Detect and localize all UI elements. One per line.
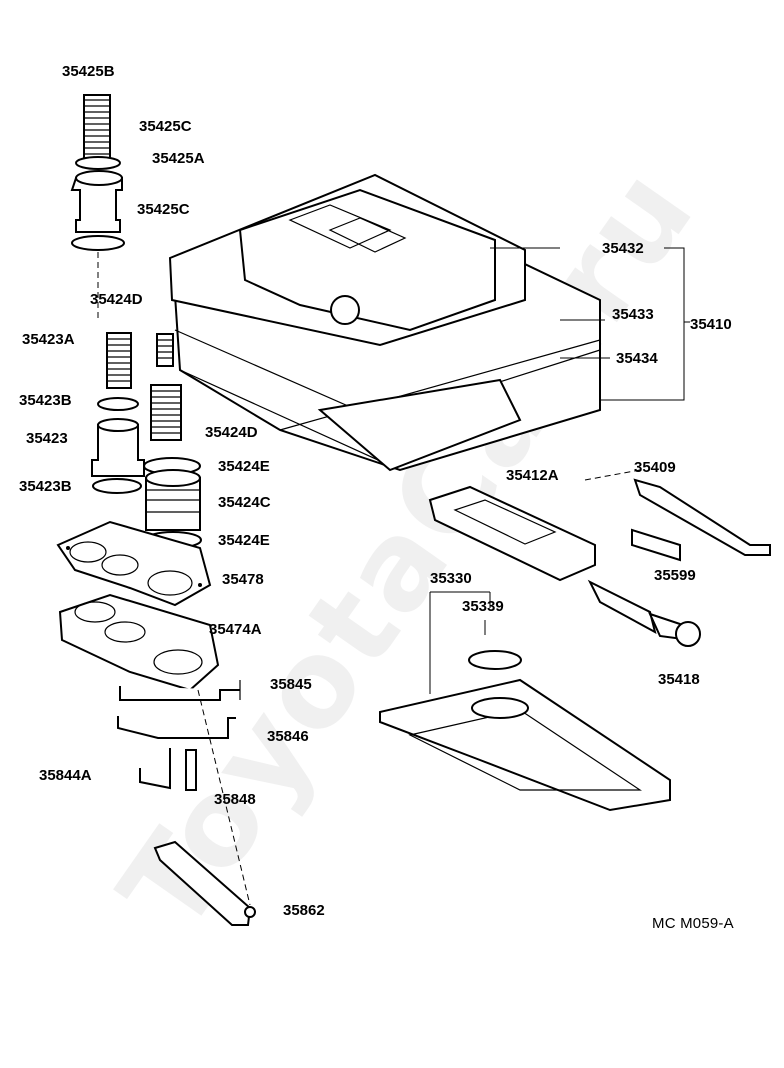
ring-35425C-bottom [71,235,125,251]
spring-35425B [83,94,111,161]
piston-35425A [70,170,123,233]
label-35862: 35862 [283,902,325,919]
tube-35848 [185,749,197,791]
label-35410: 35410 [690,316,732,333]
label-35433: 35433 [612,306,654,323]
ring-35423B-bottom [92,478,142,494]
label-35848: 35848 [214,791,256,808]
cover-35474A [58,593,220,692]
label-35409: 35409 [634,459,676,476]
solenoid-35418 [587,579,701,647]
label-35478: 35478 [222,571,264,588]
label-35599: 35599 [654,567,696,584]
label-35425C-bottom: 35425C [137,201,190,218]
label-35423B-bottom: 35423B [19,478,72,495]
label-35339: 35339 [462,598,504,615]
tube-35846 [117,716,236,739]
label-35424D-top: 35424D [90,291,143,308]
spring-35424D-top [156,333,174,367]
label-35846: 35846 [267,728,309,745]
label-35418: 35418 [658,671,700,688]
label-35423B-top: 35423B [19,392,72,409]
link-35409 [633,478,771,556]
label-35425B: 35425B [62,63,115,80]
label-35423: 35423 [26,430,68,447]
label-35845: 35845 [270,676,312,693]
label-35424C: 35424C [218,494,271,511]
valve-body-35410 [168,173,601,472]
label-35434: 35434 [616,350,658,367]
leader-35410-bracket [600,247,690,401]
label-35425C-top: 35425C [139,118,192,135]
label-35424E-bottom: 35424E [218,532,270,549]
leader-35330 [429,591,491,694]
label-35412A: 35412A [506,467,559,484]
label-35432: 35432 [602,240,644,257]
spring-35424D-bottom [150,384,182,441]
oil-pan-35330 [379,678,671,812]
ring-35423B-top [97,397,139,411]
seal-35339 [468,650,522,670]
label-35423A: 35423A [22,331,75,348]
tube-35845 [119,680,241,701]
bracket-35862 [153,840,256,926]
assembly-line-2 [197,689,251,906]
label-35424D-bottom: 35424D [205,424,258,441]
gasket-35478 [56,520,212,607]
assembly-line-3 [584,469,641,481]
piston-35424C [145,469,201,531]
label-35844A: 35844A [39,767,92,784]
ring-35425C-top [75,156,121,170]
spring-35423A [106,332,132,389]
label-35425A: 35425A [152,150,205,167]
diagram-reference-code: MC M059-A [652,915,734,932]
plate-35599 [631,528,681,562]
plate-35412A [428,485,596,582]
label-35424E-top: 35424E [218,458,270,475]
piston-35423 [91,418,145,477]
label-35330: 35330 [430,570,472,587]
label-35474A: 35474A [209,621,262,638]
tube-35844A [139,748,171,790]
